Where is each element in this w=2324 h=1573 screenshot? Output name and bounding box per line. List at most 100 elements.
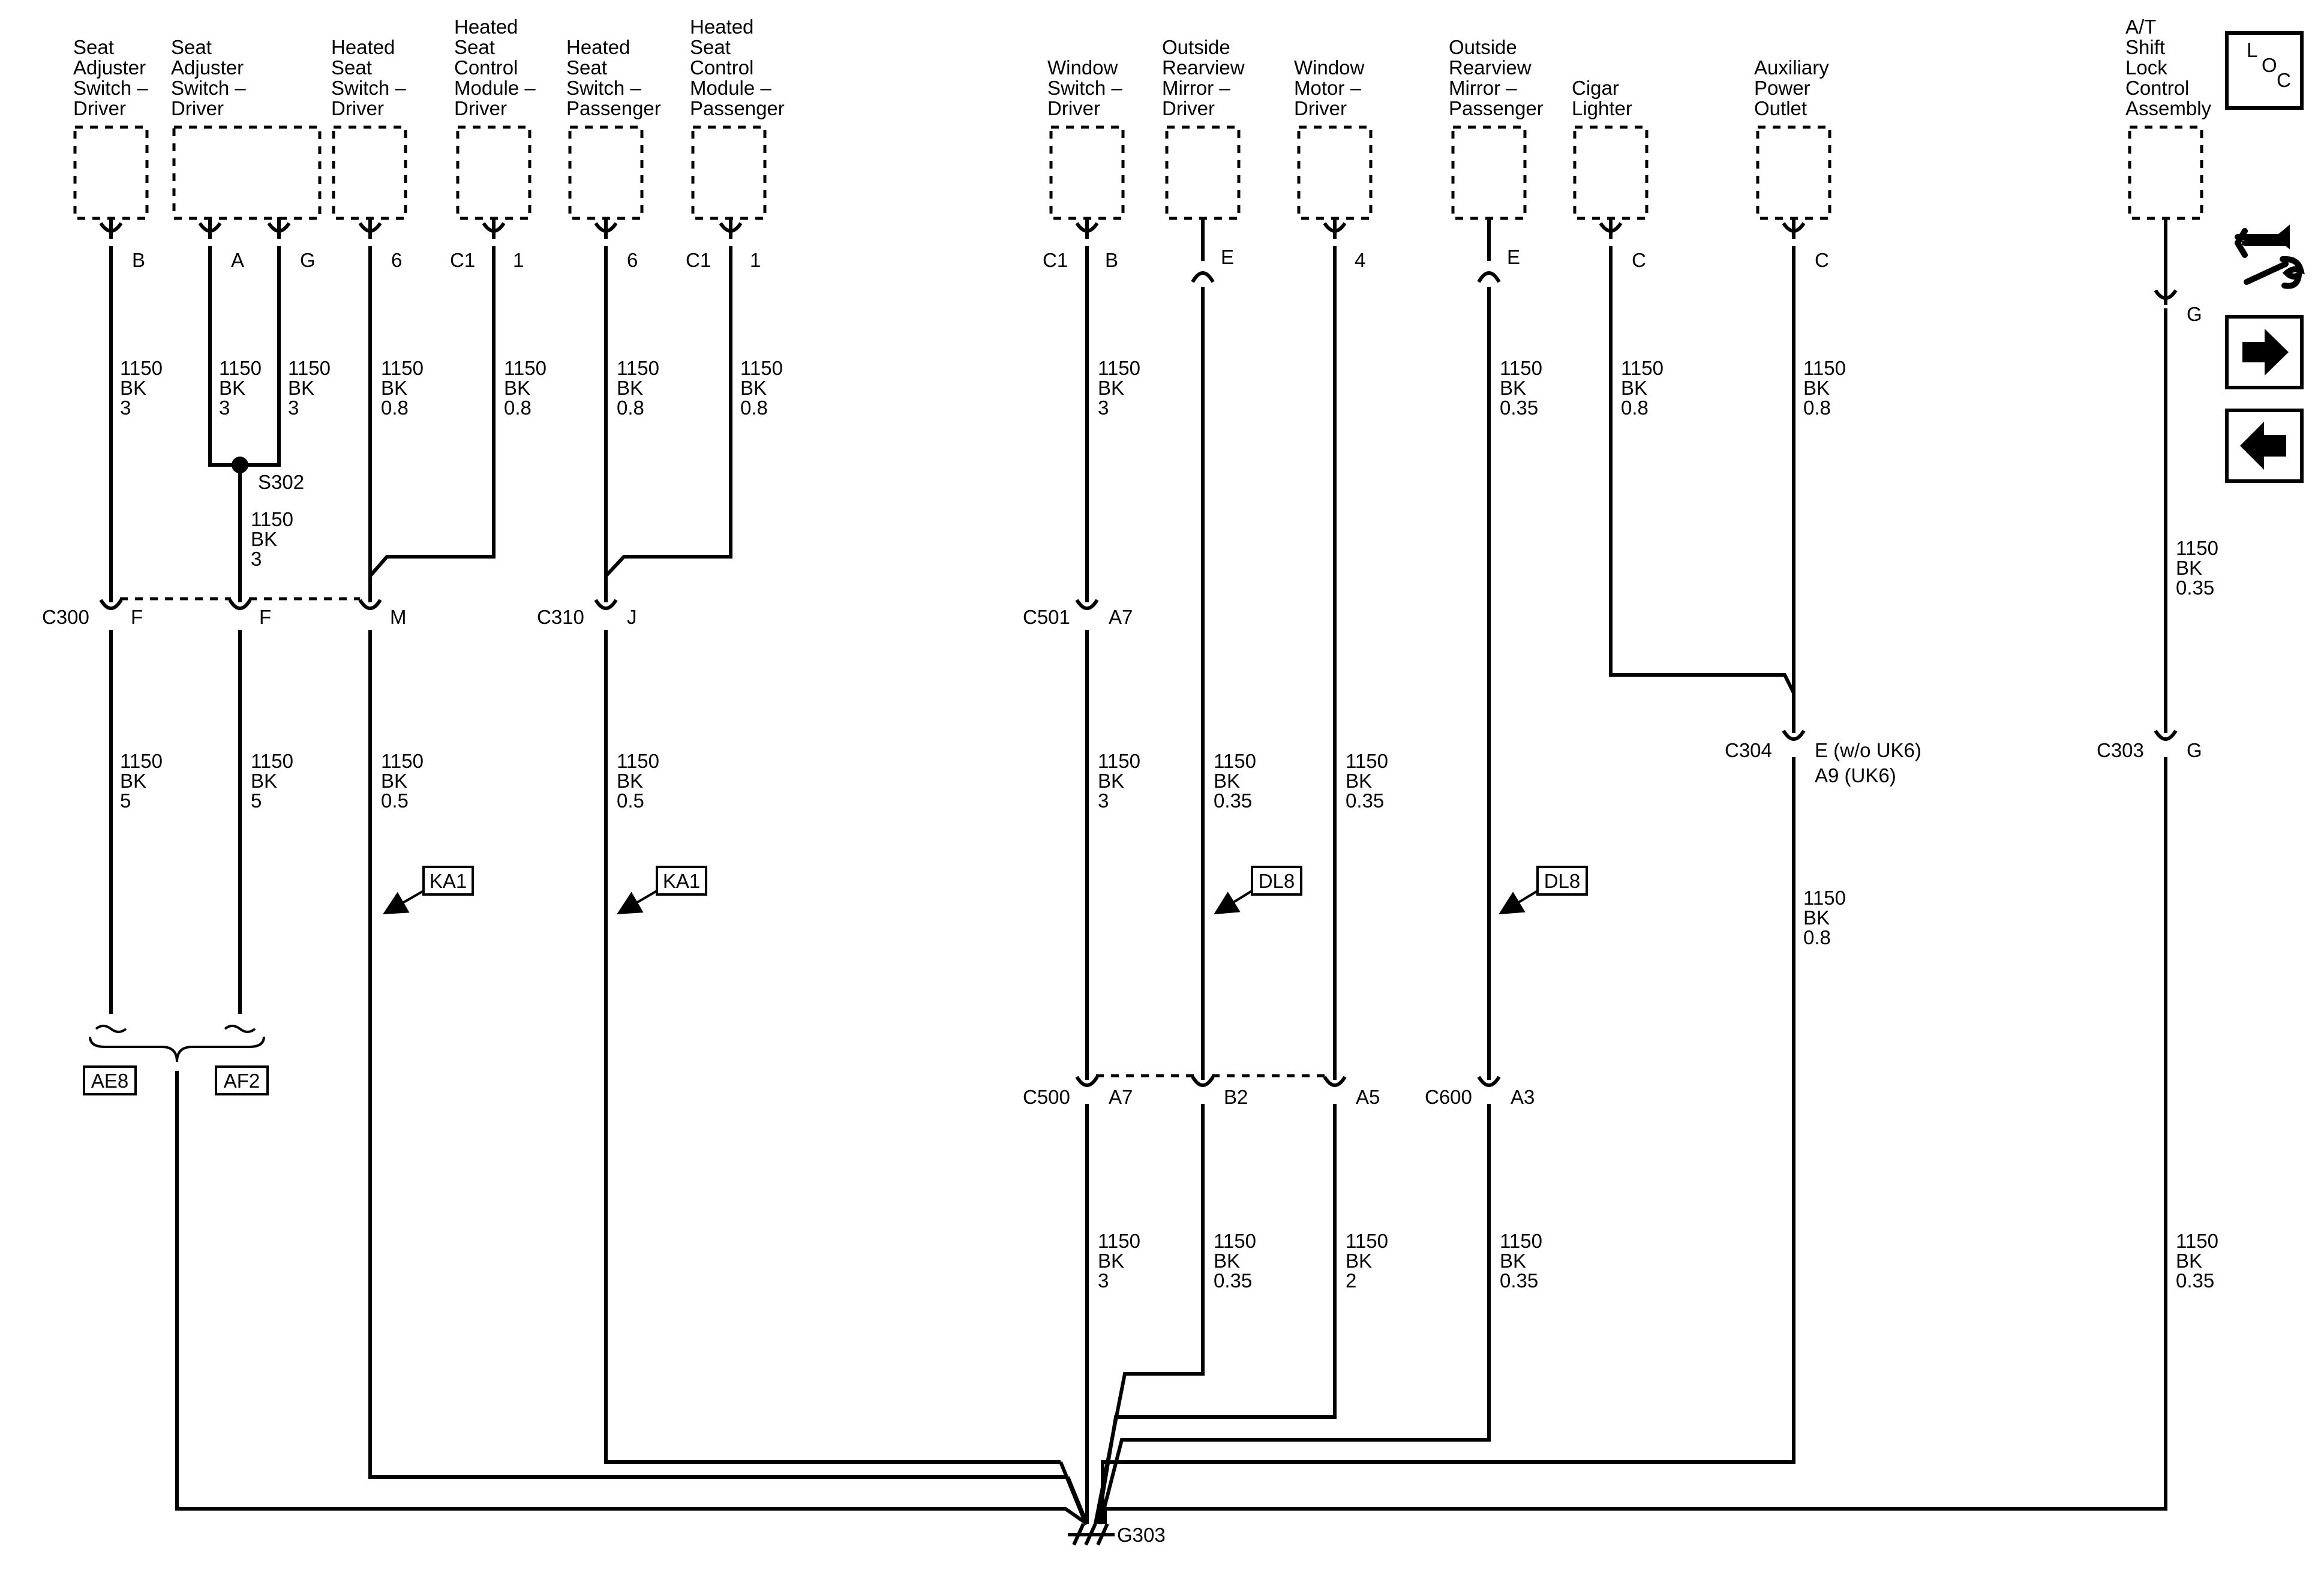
pin-stub-heated-seat-mod-pass-1 [719,217,743,239]
connector-pin-label: F [131,606,143,628]
pin-label: B [132,249,145,271]
connector-pin-label: A7 [1109,1086,1133,1108]
pin-stub-seat-adj-2-a [198,217,222,239]
pin-labels: B A G 6 C1 1 6 C1 1 C1 B E 4 E C C G [132,246,2202,325]
wire-mirror-passenger [1098,217,1491,1524]
wire-shift-lock [1103,217,2167,1524]
component-box-outside-rearview-mirror-driver [1165,125,1241,220]
ground-g303: G303 [1068,1523,1166,1546]
loc-letter: O [2262,54,2277,76]
pin-label: C [1815,249,1829,271]
pin-stub-window-switch-b [1075,217,1099,239]
pin-label: 4 [1355,249,1365,271]
connector-c300-f2 [228,581,252,610]
option-reference-boxes: KA1 KA1 DL8 DL8 AE8 AF2 [83,866,1588,1095]
option-break-markers [89,1025,265,1062]
connector-c500-a5 [1323,1059,1347,1087]
option-brace [89,1036,265,1062]
component-box-seat-adjuster-switch-driver-2 [172,125,322,220]
connector-c304-pins: E (w/o UK6)A9 (UK6) [1815,739,1921,786]
connector-pin-label: M [390,606,407,628]
connector-pin-label: B2 [1224,1086,1248,1108]
option-ref-ae8: AE8 [83,1065,137,1095]
connector-labels: C300 F F M C310 J C501 A7 C304 E (w/o UK… [42,606,2202,1108]
pin-label: C1 [686,249,711,271]
wire-mirror-driver [1094,217,1205,1524]
connector-pin-label: J [627,606,637,628]
component-box-seat-adjuster-switch-driver-1 [73,125,149,220]
svg-text:AF2: AF2 [224,1070,260,1092]
connector-pin-label: A3 [1511,1086,1535,1108]
loc-button[interactable]: L O C [2225,31,2304,110]
splice-dot-s302 [232,457,248,473]
connector-c501-a7 [1075,581,1099,610]
pin-label: C [1632,249,1646,271]
option-ref-dl8-passenger: DL8 [1499,866,1588,915]
pin-label: E [1507,246,1520,268]
connector-pin-label: A7 [1109,606,1133,628]
svg-text:KA1: KA1 [430,870,467,892]
connector-c303-g [2154,711,2178,741]
pin-stub-seat-adj-1-b [99,217,123,239]
pin-label: G [2187,303,2202,325]
component-box-shift-lock-control-assembly [2128,125,2203,220]
svg-text:DL8: DL8 [1544,870,1581,892]
connector-c310-j [594,581,618,610]
component-box-outside-rearview-mirror-passenger [1451,125,1527,220]
connector-tool-icon[interactable] [2235,224,2305,289]
previous-page-button[interactable] [2225,409,2304,483]
pin-label: C1 [1043,249,1068,271]
component-box-heated-seat-control-module-passenger [691,125,767,220]
connector-name-c501: C501 [1023,606,1070,628]
arrow-left-icon [2240,422,2286,470]
inline-connectors [99,581,2178,1087]
arrow-right-icon [2242,329,2289,376]
connector-c300-f1 [99,581,123,610]
component-box-heated-seat-switch-driver [332,125,407,220]
pin-label: E [1221,246,1234,268]
pin-stub-heated-seat-sw-drv-6 [358,217,382,239]
pin-label: 6 [391,249,402,271]
connector-pin-label: A5 [1356,1086,1380,1108]
break-marker-2 [224,1025,256,1033]
wire-heated-seat-passenger [604,246,1061,1464]
svg-text:AE8: AE8 [91,1070,128,1092]
next-page-button[interactable] [2225,315,2304,389]
connector-pin-label: F [259,606,271,628]
nav-panel: L O C [2225,31,2305,483]
pin-label: 1 [513,249,524,271]
ground-label: G303 [1117,1524,1166,1546]
component-box-heated-seat-control-module-driver [456,125,532,220]
pin-stub-heated-seat-mod-drv-1 [482,217,506,239]
component-pin-stubs [99,217,2178,305]
wire-ae8-af2-branch [175,1071,1088,1526]
connector-c500-a7 [1075,1059,1099,1087]
wire-ground-convergence [1059,1461,1089,1525]
wires [109,217,2167,1526]
